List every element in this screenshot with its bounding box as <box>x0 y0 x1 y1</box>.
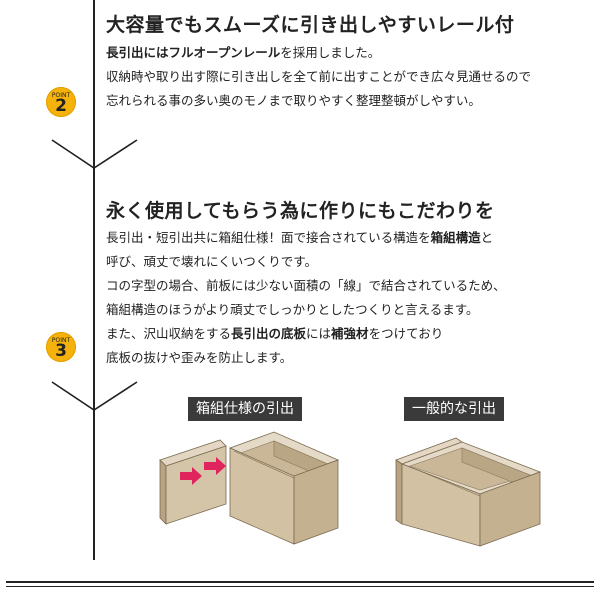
bottom-rule-thin <box>6 586 594 587</box>
point-3-line-5-post: をつけており <box>368 326 444 341</box>
point-3-line-5-bold-1: 長引出の底板 <box>231 326 307 341</box>
point-3-line-4: 箱組構造のほうがより頑丈でしっかりとしたつくりと言えるます。 <box>106 302 479 317</box>
general-drawer-illustration <box>395 437 542 547</box>
point-3-line-1: 長引出・短引出共に箱組仕様！面で接合されている構造を箱組構造と <box>106 227 493 246</box>
point-3-line-3: コの字型の場合、前板には少ない面積の「線」で結合されているため、 <box>106 278 506 293</box>
general-drawer-label: 一般的な引出 <box>404 397 504 421</box>
chevron-2 <box>51 381 138 411</box>
point-2-heading: 大容量でもスムーズに引き出しやすいレール付 <box>106 14 515 36</box>
point-3-line-1-bold: 箱組構造 <box>430 230 481 245</box>
chevron-1 <box>51 139 138 169</box>
drawer-box <box>228 431 340 545</box>
point-2-sub-rest: を採用しました。 <box>280 45 381 60</box>
bottom-rule-thick <box>6 581 594 583</box>
point-3-line-1-pre: 長引出・短引出共に箱組仕様！面で接合されている構造を <box>106 230 431 245</box>
point-3-line-5-bold-2: 補強材 <box>331 326 369 341</box>
point-2-subheading: 長引出にはフルオープンレールを採用しました。 <box>106 42 380 61</box>
arrow-icon <box>180 457 226 485</box>
point-3-line-2: 呼び、頑丈で壊れにくいつくりです。 <box>106 254 318 269</box>
point-2-sub-bold: 長引出にはフルオープンレール <box>106 45 281 60</box>
point-3-badge: POINT 3 <box>46 332 76 362</box>
point-3-line-6: 底板の抜けや歪みを防止します。 <box>106 350 293 365</box>
box-joint-drawer-illustration <box>159 431 340 545</box>
point-3-line-1-post: と <box>480 230 494 245</box>
point-3-badge-label: POINT <box>51 337 71 344</box>
point-3-heading: 永く使用してもらう為に作りにもこだわりを <box>106 200 495 222</box>
point-2-line-1: 収納時や取り出す際に引き出しを全て前に出すことができ広々見通せるので <box>106 69 532 84</box>
box-joint-label: 箱組仕様の引出 <box>188 397 302 421</box>
point-2-badge-label: POINT <box>51 92 71 99</box>
point-2-line-2: 忘れられる事の多い奥のモノまで取りやすく整理整頓がしやすい。 <box>106 93 481 108</box>
point-3-line-5-mid: には <box>306 326 332 341</box>
point-2-badge-number: 2 <box>55 96 67 116</box>
timeline-line <box>93 0 95 560</box>
general-drawer <box>395 437 542 547</box>
point-3-line-5: また、沢山収納をする長引出の底板には補強材をつけており <box>106 323 443 342</box>
point-3-badge-number: 3 <box>55 341 67 361</box>
point-2-badge: POINT 2 <box>46 87 76 117</box>
point-3-line-5-pre: また、沢山収納をする <box>106 326 232 341</box>
